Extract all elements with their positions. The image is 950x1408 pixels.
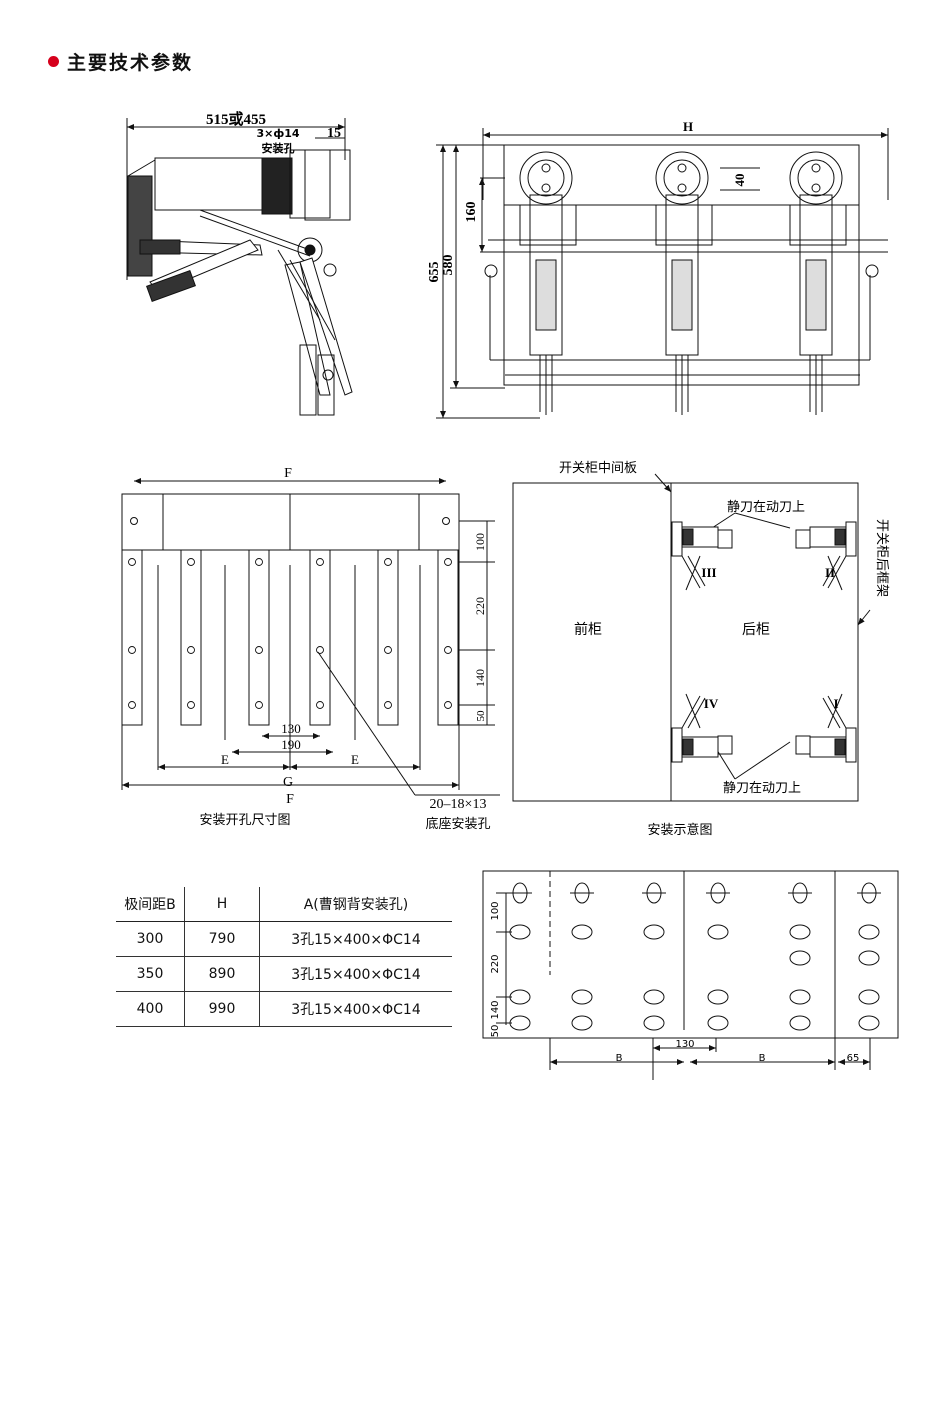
dim-pattern-140: 140: [490, 1000, 501, 1019]
dim-base-140: 140: [473, 669, 487, 687]
install-diagram: [512, 473, 871, 802]
dim-base-E-left: E: [221, 752, 229, 767]
dim-base-F-top: F: [284, 466, 292, 481]
cell-A: 3孔15×400×ΦC14: [259, 991, 452, 1027]
dim-front-580: 580: [441, 255, 456, 276]
dim-side-top: 515或455: [206, 110, 266, 128]
front-pole-3: [789, 151, 847, 415]
front-pole-2: [655, 151, 713, 415]
side-hole-label-2: 安装孔: [262, 141, 295, 155]
table-row: 350 890 3孔15×400×ΦC14: [116, 956, 452, 992]
header-A: A(曹钢背安装孔): [259, 887, 452, 922]
dim-front-160: 160: [464, 202, 479, 223]
front-pole-1: [519, 151, 577, 415]
section-title: 主要技术参数: [67, 52, 194, 74]
label-pole-IV: IV: [704, 696, 719, 711]
base-caption: 安装开孔尺寸图: [199, 813, 290, 828]
dim-base-50: 50: [475, 710, 487, 722]
hole-pattern-drawing: [482, 870, 899, 1080]
pole-III-assembly: [671, 521, 733, 591]
dim-base-220: 220: [473, 597, 487, 615]
cell-B: 400: [116, 991, 185, 1027]
header-pole-spacing: 极间距B: [116, 887, 185, 922]
cell-A: 3孔15×400×ΦC14: [259, 921, 452, 957]
pole-I-assembly: [795, 693, 857, 763]
install-caption: 安装示意图: [647, 822, 712, 838]
dim-pattern-130: 130: [675, 1039, 694, 1050]
base-hole-drawing: [121, 478, 500, 796]
dim-pattern-65: 65: [847, 1053, 860, 1064]
dim-front-H: H: [683, 119, 693, 134]
base-hole-note-2: 底座安装孔: [425, 816, 490, 832]
header-H: H: [184, 887, 260, 922]
label-rear-frame: 开关柜后框架: [874, 519, 889, 597]
base-holes: [128, 558, 452, 709]
dim-base-E-right: E: [351, 752, 359, 767]
label-top-blade: 静刀在动刀上: [727, 500, 805, 515]
side-view-drawing: [126, 118, 353, 416]
label-pole-III: III: [701, 565, 716, 580]
dim-pattern-B-left: B: [616, 1053, 623, 1064]
label-bottom-blade: 静刀在动刀上: [723, 781, 801, 796]
dim-front-40: 40: [732, 174, 747, 187]
cell-H: 890: [184, 956, 260, 992]
front-view-drawing: [436, 128, 889, 419]
dim-base-F-bottom: F: [286, 792, 294, 807]
label-rear-cabinet: 后柜: [742, 622, 770, 638]
label-pole-II: II: [825, 565, 835, 580]
spec-table: 极间距B H A(曹钢背安装孔) 300 790 3孔15×400×ΦC14 3…: [116, 887, 452, 1027]
base-hole-note-1: 20–18×13: [430, 797, 487, 812]
side-hole-label-1: 3×ф14: [256, 127, 299, 140]
dim-pattern-50: 50: [490, 1025, 501, 1038]
cell-B: 300: [116, 921, 185, 957]
cell-H: 790: [184, 921, 260, 957]
dim-base-G: G: [283, 775, 293, 790]
bullet-dot-icon: [48, 56, 59, 67]
dim-base-190: 190: [281, 737, 301, 752]
hole-pattern-slots: [508, 882, 881, 1031]
dim-base-100: 100: [473, 533, 487, 551]
dim-side-15: 15: [327, 126, 341, 141]
table-row: 300 790 3孔15×400×ΦC14: [116, 921, 452, 957]
label-front-cabinet: 前柜: [574, 621, 602, 638]
cell-A: 3孔15×400×ΦC14: [259, 956, 452, 992]
cell-H: 990: [184, 991, 260, 1027]
label-mid-panel: 开关柜中间板: [559, 461, 637, 476]
dim-front-655: 655: [427, 262, 442, 283]
cell-B: 350: [116, 956, 185, 992]
label-pole-I: I: [833, 696, 838, 711]
pole-IV-assembly: [671, 693, 733, 763]
dim-pattern-220: 220: [490, 954, 501, 973]
dim-pattern-B-right: B: [759, 1053, 766, 1064]
pole-II-assembly: [795, 521, 857, 591]
table-row: 400 990 3孔15×400×ΦC14: [116, 991, 452, 1027]
dim-pattern-100: 100: [490, 901, 501, 920]
section-heading: 主要技术参数: [48, 48, 193, 75]
dim-base-130: 130: [281, 721, 301, 736]
spec-table-header: 极间距B H A(曹钢背安装孔): [116, 887, 452, 922]
